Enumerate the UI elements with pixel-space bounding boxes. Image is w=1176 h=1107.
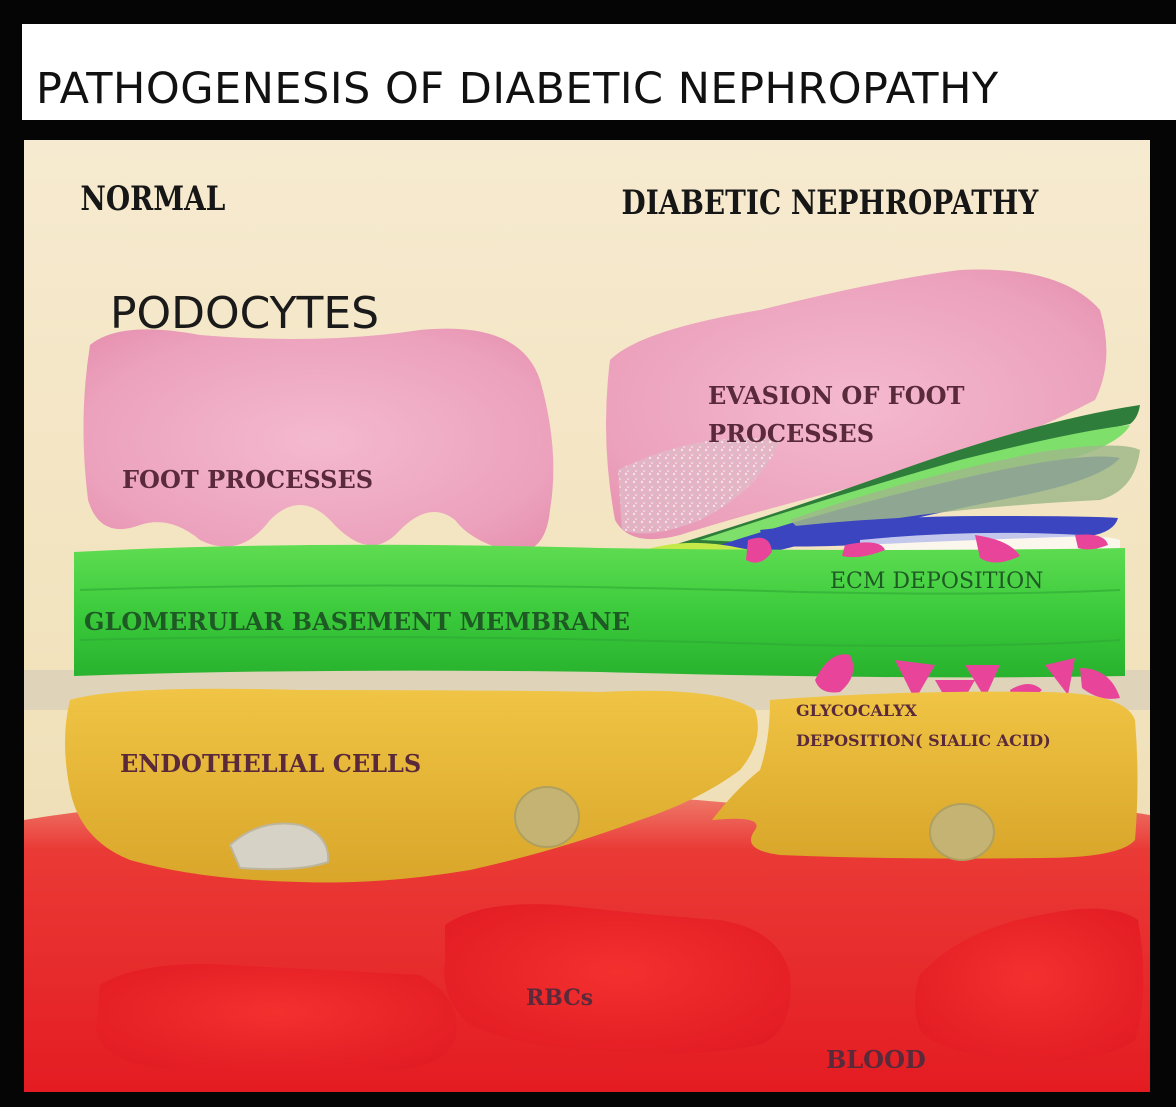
rbc-1	[96, 964, 457, 1070]
diabetic-endothelial-cell	[712, 692, 1138, 859]
label-glycocalyx-line2: DEPOSITION( SIALIC ACID)	[796, 731, 1051, 750]
label-endothelial-cells: ENDOTHELIAL CELLS	[120, 749, 421, 778]
label-podocytes: PODOCYTES	[110, 288, 379, 339]
label-evasion-line2: PROCESSES	[708, 419, 874, 448]
label-blood: BLOOD	[826, 1045, 926, 1074]
rbc-2	[444, 904, 790, 1054]
label-rbcs: RBCs	[526, 985, 593, 1011]
label-ecm-deposition: ECM DEPOSITION	[830, 569, 1043, 594]
label-gbm: GLOMERULAR BASEMENT MEMBRANE	[84, 607, 630, 636]
label-glycocalyx-line1: GLYCOCALYX	[796, 701, 918, 720]
endothelial-nucleus-2	[515, 787, 579, 847]
label-evasion-line1: EVASION OF FOOT	[708, 381, 965, 410]
heading-normal: NORMAL	[80, 179, 225, 218]
heading-diabetic: DIABETIC NEPHROPATHY	[622, 183, 1039, 222]
label-foot-processes: FOOT PROCESSES	[122, 465, 373, 494]
endothelial-nucleus-3	[930, 804, 994, 860]
